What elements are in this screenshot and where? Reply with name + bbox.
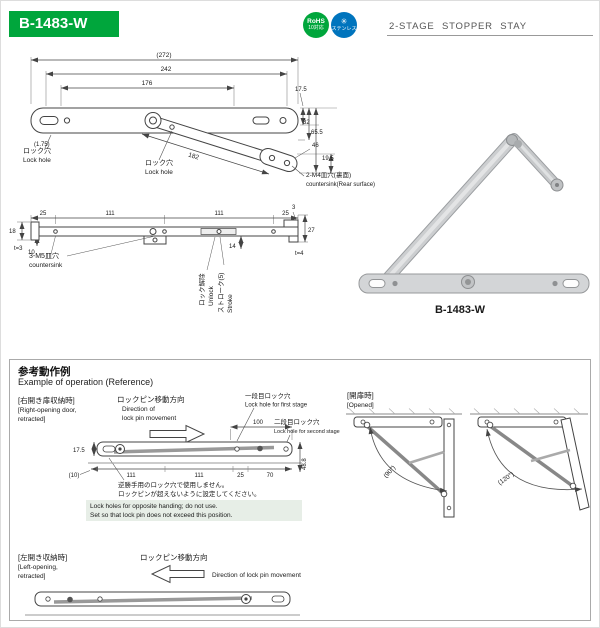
product-label: B-1483-W [435, 304, 486, 316]
angle-120-label: (120°) [496, 470, 515, 487]
unlock-label-jp: ロック解除 [197, 273, 206, 306]
m4-countersink-label-en: countersink(Rear surface) [306, 182, 375, 188]
note-en2: Set so that lock pin does not exceed thi… [90, 512, 233, 519]
left-opening-label-jp: [左開き収納時] [18, 552, 67, 562]
pin-direction2-label-jp: ロックピン移動方向 [140, 552, 208, 562]
stainless-badge-label: ステンレス [331, 26, 357, 32]
dim-182-label: 182 [187, 152, 200, 162]
dim-65-5-label: 65.5 [311, 130, 323, 136]
side-view: 25 111 111 25 3 18 t=3 10 27 t=4 14 3-M5… [9, 205, 315, 313]
side-view-dimension-lines [19, 211, 308, 249]
dim-111b-op-label: 111 [194, 473, 204, 479]
sv-thickness-t4: t=4 [295, 251, 304, 257]
m5-countersink-label-en: countersink [29, 262, 63, 269]
technical-drawing-svg: (272) 242 176 17.5 32 65.5 46 19.5 (1.75… [9, 52, 590, 316]
product-category-title: 2-STAGE STOPPER STAY [389, 21, 527, 32]
dim-17-5-label: 17.5 [295, 87, 307, 93]
dim-100-label: 100 [253, 420, 264, 426]
dim-17-5-op-label: 17.5 [73, 448, 85, 454]
operation-title-jp: 参考動作例 [18, 366, 71, 378]
top-view: (272) 242 176 17.5 32 65.5 46 19.5 (1.75… [23, 52, 375, 188]
side-view-leader-lines [50, 235, 225, 271]
dim-1-75-label: (1.75) [34, 142, 50, 148]
left-opening-label-en2: retracted] [18, 573, 46, 580]
sv-dim-3: 3 [292, 205, 296, 211]
top-view-part-shapes [30, 107, 299, 172]
lock-hole-mid-label-jp: ロック穴 [145, 158, 173, 167]
dim-111a-op-label: 111 [126, 473, 136, 479]
sparkle-icon: ✳ [340, 17, 348, 26]
sv-dim-10: 10 [28, 250, 35, 256]
left-opening-label-en1: [Left-opening, [18, 564, 58, 571]
lock-hole-left-label-jp: ロック穴 [23, 146, 51, 155]
opened-120-drawing: (120°) [470, 408, 590, 511]
opened-section: [開扉時] [Opened] [346, 390, 590, 518]
m4-countersink-label-jp: 2-M4皿穴(裏面) [306, 170, 351, 179]
left-opening-section: [左開き収納時] [Left-opening, retracted] ロックピン… [18, 552, 301, 616]
model-banner: B-1483-W [9, 11, 119, 37]
dim-ticks [96, 466, 249, 472]
model-number: B-1483-W [19, 15, 88, 32]
top-view-leader-lines [44, 130, 305, 177]
second-stage-label-en: Lock hole for second stage [274, 429, 340, 435]
stroke-label-en: Stroke [227, 294, 234, 313]
right-opening-section: [右開き扉収納時] [Right-opening door, retracted… [18, 391, 340, 521]
pin-direction-label-en2: lock pin movement [122, 415, 176, 422]
sv-dim-18: 18 [9, 229, 16, 235]
sv-dim-25-right: 25 [282, 211, 289, 217]
sv-dim-111-a: 111 [105, 211, 115, 217]
dim-48-8-label: 48.8 [302, 458, 308, 470]
rohs-badge: RoHS 10対応 [303, 12, 329, 38]
dim-242-label: 242 [161, 66, 172, 73]
operation-title-en: Example of operation (Reference) [18, 377, 154, 387]
dim-10-op-label: (10) [69, 473, 80, 479]
note-en1: Lock holes for opposite handing; do not … [90, 503, 218, 510]
dim-46-label: 46 [312, 143, 319, 149]
rohs-badge-line2: 10対応 [308, 25, 324, 32]
side-view-part-shapes [30, 219, 299, 245]
dim-32-label: 32 [303, 120, 310, 126]
operation-examples-svg: [右開き扉収納時] [Right-opening door, retracted… [18, 390, 590, 616]
sv-dim-25-left: 25 [40, 211, 47, 217]
operation-example-box: 参考動作例 Example of operation (Reference) [… [9, 359, 591, 621]
dim-176-label: 176 [142, 80, 153, 87]
unlock-label-en: Unlock [208, 285, 215, 306]
dim-70-op-label: 70 [267, 473, 274, 479]
lock-hole-mid-label-en: Lock hole [145, 169, 173, 176]
first-stage-label-en: Lock hole for first stage [245, 403, 308, 409]
first-stage-label-jp: 一段目ロック穴 [245, 391, 291, 400]
top-view-dimension-lines [31, 57, 334, 175]
retracted-stay-drawing [88, 441, 302, 464]
m5-countersink-label-jp: 3-M5皿穴 [29, 251, 59, 260]
pin-direction-arrow-right [149, 424, 206, 444]
opened-label-en: [Opened] [347, 402, 374, 409]
pin-direction-arrow-left [150, 564, 205, 584]
stroke-label-jp: ストローク(5) [217, 273, 225, 313]
sv-dim-14: 14 [229, 244, 236, 250]
sv-dim-27: 27 [308, 228, 315, 234]
pin-direction-label-jp: ロックピン移動方向 [117, 394, 185, 404]
pin-direction-label-en1: Direction of [122, 406, 155, 413]
note-jp1: 逆勝手用のロック穴で使用しません。 [118, 480, 228, 489]
sv-thickness-t3: t=3 [14, 246, 23, 252]
stainless-badge: ✳ ステンレス [331, 12, 357, 38]
note-jp2: ロックピンが超えないように設定してください。 [118, 489, 260, 498]
product-illustration: B-1483-W [358, 133, 590, 316]
opened-90-drawing: (90°) [346, 408, 462, 518]
right-opening-label-en1: [Right-opening door, [18, 407, 77, 414]
header-rule [387, 35, 593, 36]
dim-overall-label: (272) [156, 52, 171, 59]
pin-direction2-label-en: Direction of lock pin movement [212, 572, 301, 579]
dim-25-op-label: 25 [237, 473, 244, 479]
opened-label-jp: [開扉時] [347, 390, 374, 400]
dim-19-5-label: 19.5 [322, 156, 334, 162]
right-opening-label-en2: retracted] [18, 416, 46, 423]
sv-dim-111-b: 111 [214, 211, 224, 217]
note-highlight [86, 500, 302, 521]
second-stage-label-jp: 二段目ロック穴 [274, 417, 320, 426]
lock-hole-left-label-en: Lock hole [23, 157, 51, 164]
left-retracted-stay-drawing [25, 591, 300, 616]
right-opening-label-jp: [右開き扉収納時] [18, 395, 75, 405]
rohs-badge-line1: RoHS [307, 17, 325, 25]
